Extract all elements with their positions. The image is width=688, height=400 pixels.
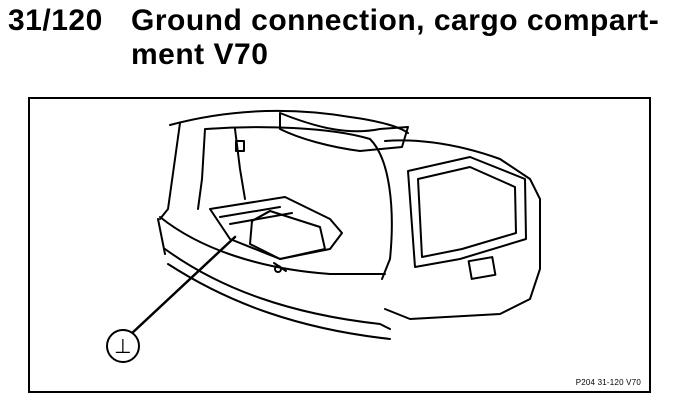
bumper-bottom (167, 263, 391, 340)
ground-bracket (273, 262, 287, 272)
cargo-compartment-illustration: ⊥ P204 31-120 V70 (28, 97, 651, 393)
bumper-left-end (157, 218, 166, 255)
tail-light (467, 256, 497, 280)
roof-outline (169, 109, 409, 134)
tailgate-strut (279, 112, 409, 152)
cargo-opening (205, 126, 393, 280)
floor-ridge-1 (219, 206, 281, 218)
ground-leader-line (128, 235, 237, 337)
bumper-lower (164, 248, 391, 330)
rear-side-window-inner (417, 166, 517, 258)
floor-panel-edge (251, 210, 271, 222)
left-pillar-outer (159, 122, 181, 220)
inner-side-wall (234, 128, 246, 200)
side-vent (235, 140, 245, 152)
right-body-side (384, 139, 541, 320)
bumper-top (159, 216, 386, 275)
section-title: Ground connection, cargo compart- ment V… (131, 4, 676, 72)
car-rear-line-drawing (128, 109, 541, 340)
section-title-line-1: Ground connection, cargo compart- (131, 4, 660, 37)
section-title-line-2: ment V70 (131, 38, 269, 71)
figure-reference: P204 31-120 V70 (575, 378, 641, 387)
ground-icon: ⊥ (106, 329, 140, 363)
section-heading: 31/120 Ground connection, cargo compart-… (8, 4, 678, 82)
section-number: 31/120 (8, 4, 103, 37)
cargo-floor (209, 196, 343, 260)
rear-side-window (407, 156, 527, 268)
left-pillar-inner (197, 128, 206, 210)
